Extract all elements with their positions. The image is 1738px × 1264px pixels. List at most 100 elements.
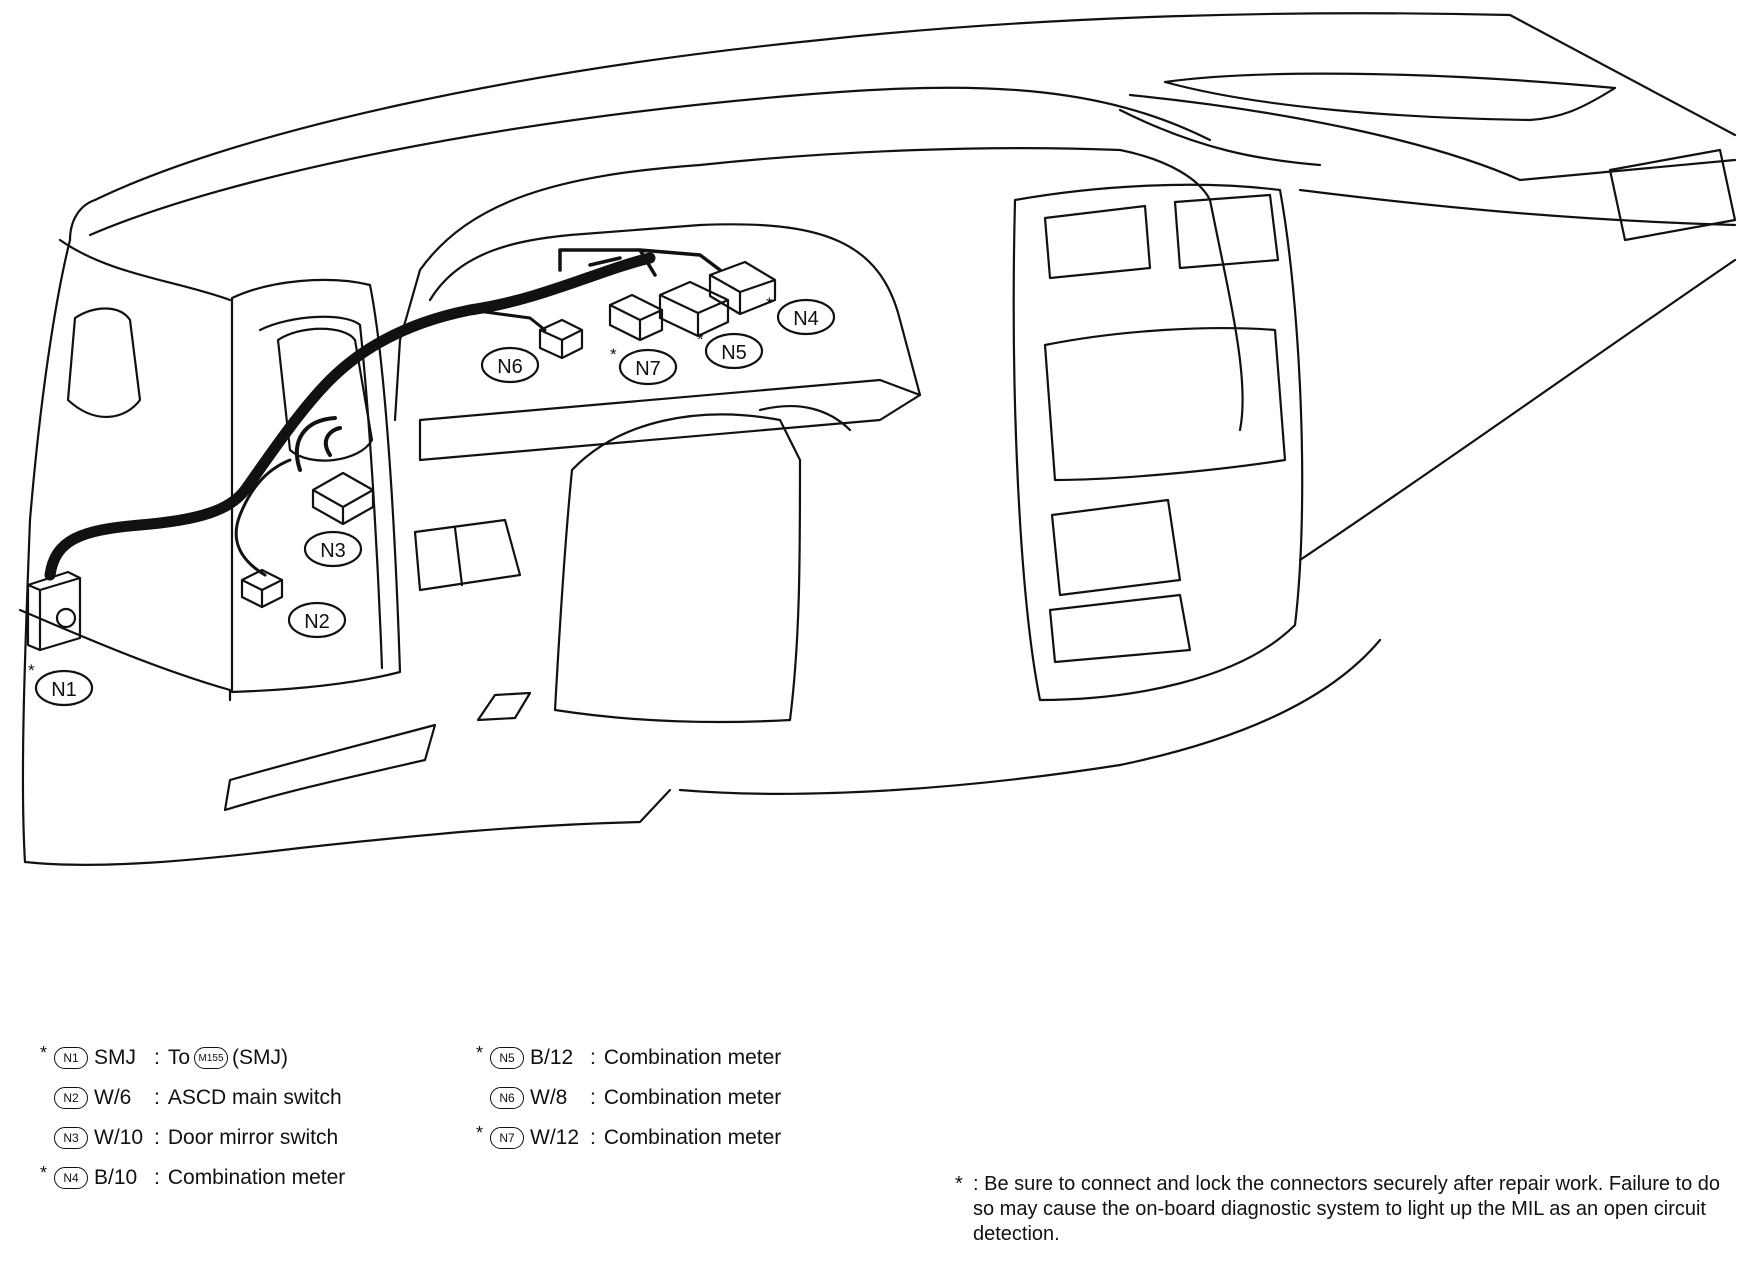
- repair-note-asterisk: *: [955, 1173, 963, 1195]
- dash-top-inner: [88, 86, 1212, 237]
- lower-vent-left: [413, 518, 522, 592]
- main-harness: [44, 252, 656, 581]
- right-side-vent: [1608, 148, 1737, 242]
- connector-n1-lock: [55, 607, 77, 629]
- left-vent-frame-inner: [258, 315, 384, 670]
- center-stack-inner: [1043, 327, 1287, 482]
- legend-n1-desc-badge: M155: [194, 1047, 229, 1069]
- legend-n3-badge: N3: [54, 1127, 88, 1149]
- callout-n7-label: N7: [635, 358, 661, 380]
- dash-top-outline: [93, 12, 1737, 202]
- dashboard-drawing: * N1 N2 N3 * N4 * N5 N6 * N7: [18, 12, 1737, 866]
- callout-n7-asterisk: *: [610, 345, 617, 364]
- harness-branch-n6: [468, 308, 547, 332]
- callout-n6-label: N6: [497, 356, 523, 378]
- legend-n2-code: W/6: [94, 1086, 132, 1109]
- legend-n1-asterisk: *: [40, 1043, 48, 1063]
- legend-n3-code: W/10: [94, 1126, 144, 1149]
- legend-n4-desc: Combination meter: [167, 1166, 346, 1189]
- dash-lower-crease: [18, 608, 232, 702]
- legend-n2-badge: N2: [54, 1087, 88, 1109]
- legend-n7-sep: :: [590, 1126, 596, 1149]
- harness-branch-n3: [294, 416, 342, 472]
- legend-n7-badge: N7: [490, 1127, 524, 1149]
- dash-right-face: [1298, 188, 1737, 227]
- legend-n7-asterisk: *: [476, 1123, 484, 1143]
- meter-hood: [418, 147, 1244, 432]
- callout-n3-label: N3: [320, 540, 346, 562]
- callout-n1-label: N1: [51, 679, 77, 701]
- legend-row-n3: N3 W/10 : Door mirror switch: [40, 1121, 338, 1155]
- center-stack-outer: [1012, 183, 1304, 702]
- defrost-vent: [1163, 72, 1617, 122]
- center-vent-right: [1173, 193, 1280, 270]
- harness-branch-n2: [234, 458, 292, 577]
- column-cover: [553, 413, 802, 724]
- legend-n1-desc-pre: To: [167, 1046, 191, 1069]
- legend-row-n2: N2 W/6 : ASCD main switch: [40, 1081, 342, 1115]
- connector-n4: [708, 260, 777, 316]
- legend-n6-code: W/8: [530, 1086, 568, 1109]
- legend-n6-sep: :: [590, 1086, 596, 1109]
- meter-hood-inner: [428, 223, 922, 397]
- legend-row-n7: * N7 W/12 : Combination meter: [476, 1121, 781, 1155]
- left-side-vent: [66, 307, 142, 418]
- repair-note: * : Be sure to connect and lock the conn…: [955, 1172, 1725, 1247]
- legend-n6-badge: N6: [490, 1087, 524, 1109]
- legend-n4-asterisk: *: [40, 1163, 48, 1183]
- audio-slot: [1048, 498, 1192, 664]
- hood-release: [476, 691, 532, 722]
- legend-n4-sep: :: [154, 1166, 160, 1189]
- callout-n1: * N1: [28, 661, 94, 707]
- legend-n5-desc: Combination meter: [603, 1046, 782, 1069]
- callout-n2-label: N2: [304, 611, 330, 633]
- column-edge: [758, 404, 852, 432]
- meter-visor-lower: [418, 378, 922, 462]
- callout-n5-asterisk: *: [697, 330, 704, 349]
- dash-lower-left: [23, 788, 672, 866]
- repair-note-text: : Be sure to connect and lock the connec…: [973, 1173, 1721, 1245]
- legend-n3-desc: Door mirror switch: [167, 1126, 339, 1149]
- callout-n5: * N5: [697, 330, 764, 370]
- callout-n5-label: N5: [721, 342, 747, 364]
- legend-row-n4: * N4 B/10 : Combination meter: [40, 1161, 345, 1195]
- connector-n3: [311, 471, 375, 526]
- legend-row-n1: * N1 SMJ : To M155 (SMJ): [40, 1041, 288, 1075]
- legend-n7-code: W/12: [530, 1126, 580, 1149]
- legend-n6-desc: Combination meter: [603, 1086, 782, 1109]
- callout-n7: * N7: [610, 345, 678, 386]
- legend-n1-sep: :: [154, 1046, 160, 1069]
- legend-n3-sep: :: [154, 1126, 160, 1149]
- glovebox: [1298, 258, 1737, 562]
- callout-n2: N2: [287, 601, 347, 639]
- callout-n6: N6: [480, 346, 540, 384]
- callout-n1-asterisk: *: [28, 661, 35, 680]
- callout-n4: * N4: [766, 294, 836, 336]
- legend-n2-desc: ASCD main switch: [167, 1086, 342, 1109]
- hood-left-edge: [393, 268, 422, 422]
- legend-n4-badge: N4: [54, 1167, 88, 1189]
- center-vent-left: [1043, 204, 1152, 280]
- callout-n4-label: N4: [793, 308, 819, 330]
- legend-n2-sep: :: [154, 1086, 160, 1109]
- legend-n1-badge: N1: [54, 1047, 88, 1069]
- legend-n7-desc: Combination meter: [603, 1126, 782, 1149]
- legend-n4-code: B/10: [94, 1166, 138, 1189]
- legend-n5-sep: :: [590, 1046, 596, 1069]
- knee-pocket: [223, 723, 437, 812]
- dash-left-end: [21, 238, 72, 864]
- legend-n5-code: B/12: [530, 1046, 574, 1069]
- dash-left-face: [58, 238, 232, 302]
- left-vent-window: [276, 327, 374, 462]
- legend-n1-code: SMJ: [94, 1046, 136, 1069]
- legend-row-n6: N6 W/8 : Combination meter: [476, 1081, 781, 1115]
- legend-row-n5: * N5 B/12 : Combination meter: [476, 1041, 781, 1075]
- connector-n6: [538, 318, 584, 360]
- dash-top-ridge: [68, 198, 97, 242]
- dash-bottom-right: [678, 638, 1382, 795]
- legend-n5-asterisk: *: [476, 1043, 484, 1063]
- callout-n3: N3: [303, 530, 363, 568]
- connector-n2: [240, 568, 284, 609]
- connector-n5: [658, 280, 730, 338]
